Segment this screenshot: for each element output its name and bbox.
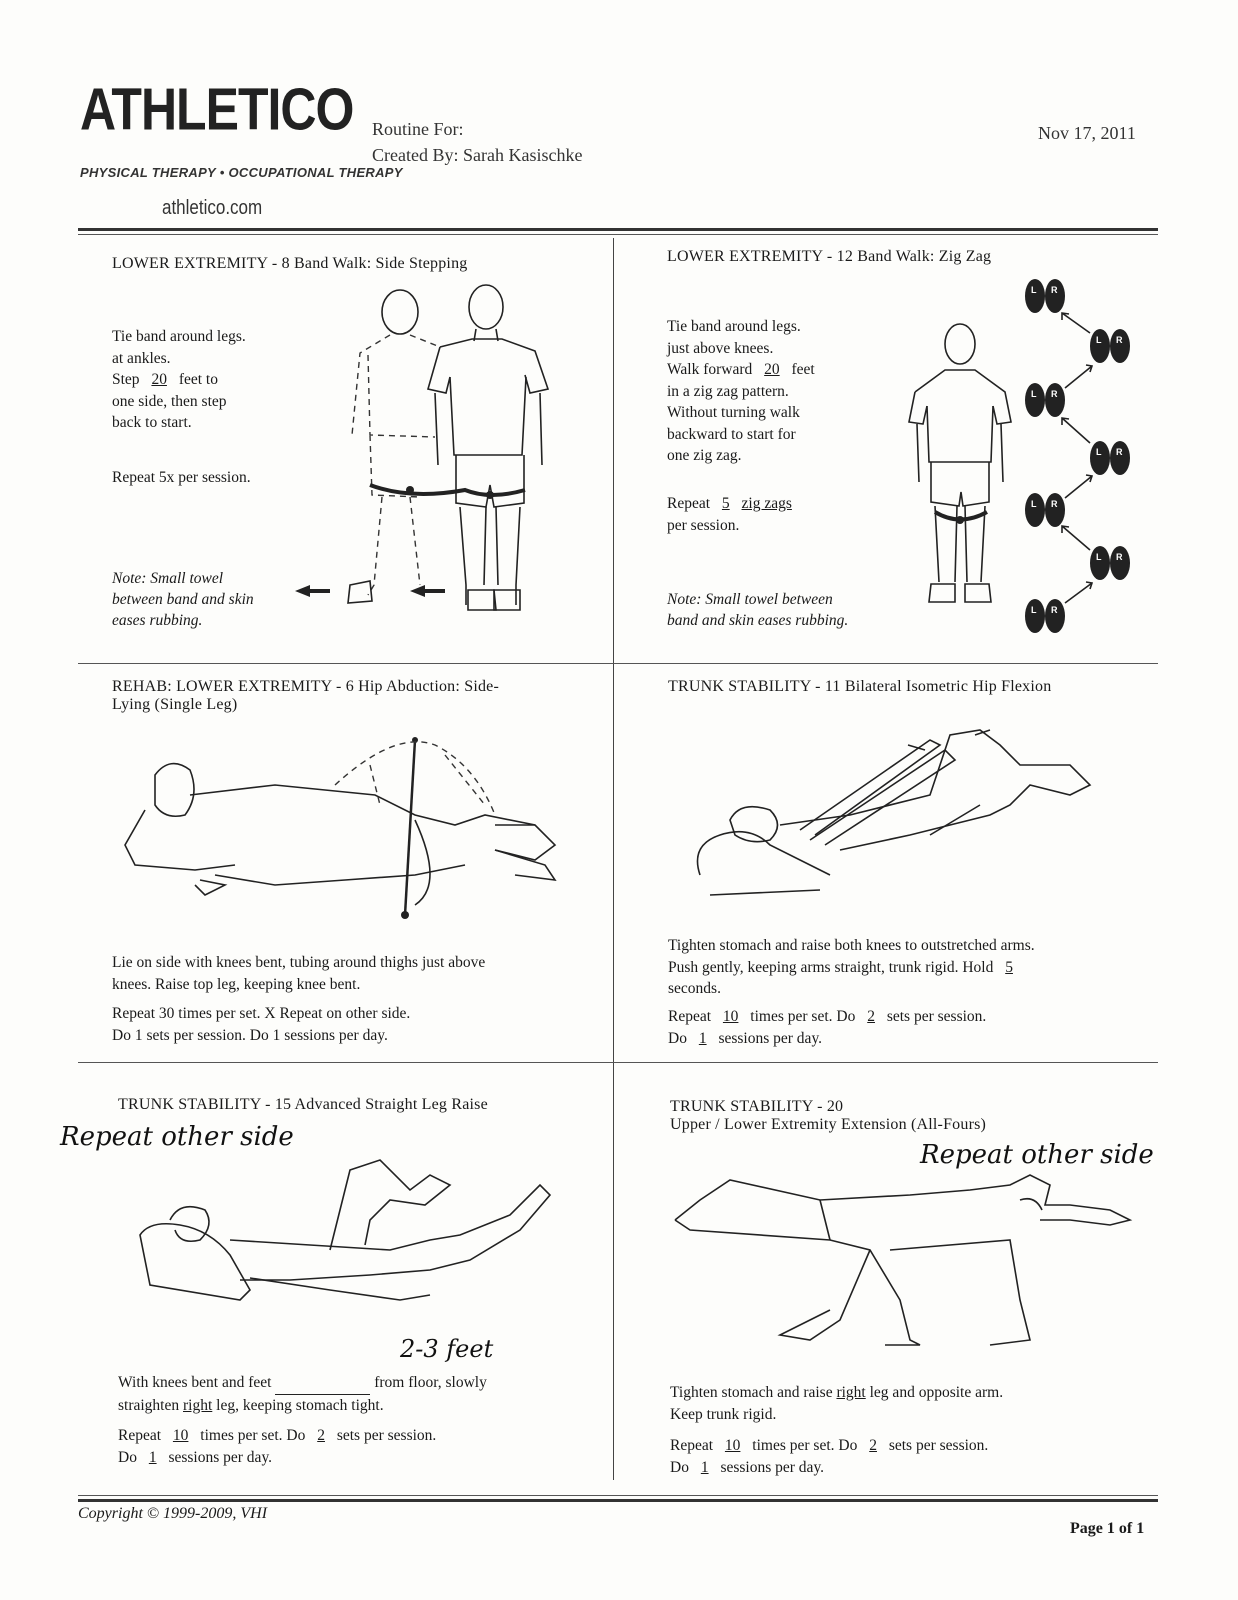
exercise-2-title: LOWER EXTREMITY - 12 Band Walk: Zig Zag: [667, 248, 992, 265]
logo-subtitle: PHYSICAL THERAPY • OCCUPATIONAL THERAPY: [80, 165, 403, 180]
handwritten-feet-distance: 2-3 feet: [400, 1335, 494, 1363]
exercise-1-repeat: Repeat 5x per session.: [112, 469, 251, 486]
exercise-4-description: Tighten stomach and raise both knees to …: [668, 937, 1035, 997]
exercise-4-title: TRUNK STABILITY - 11 Bilateral Isometric…: [668, 678, 1052, 695]
svg-text:R: R: [1051, 285, 1058, 295]
handwritten-repeat-other-side-left: Repeat other side: [60, 1122, 294, 1152]
exercise-6-title: TRUNK STABILITY - 20 Upper / Lower Extre…: [670, 1098, 987, 1133]
exercise-5-description: With knees bent and feet from floor, slo…: [118, 1374, 487, 1414]
walk-distance-value: 20: [764, 361, 780, 378]
zig-zag-figure-illustration: [908, 323, 1012, 603]
straight-leg-raise-illustration: [139, 1159, 552, 1301]
exercise-3-repeat: Repeat 30 times per set. X Repeat on oth…: [112, 1005, 411, 1044]
svg-text:R: R: [1116, 447, 1123, 457]
athletico-logo: ATHLETICO: [80, 76, 354, 143]
exercise-6-repeat: Repeat 10 times per set. Do 2 sets per s…: [670, 1437, 989, 1476]
row-divider-2: [78, 1062, 1158, 1063]
svg-text:R: R: [1116, 335, 1123, 345]
exercise-1-title: LOWER EXTREMITY - 8 Band Walk: Side Step…: [112, 255, 468, 272]
svg-text:R: R: [1051, 605, 1058, 615]
svg-text:L: L: [1031, 605, 1037, 615]
svg-text:R: R: [1051, 499, 1058, 509]
svg-text:L: L: [1096, 335, 1102, 345]
svg-text:R: R: [1116, 552, 1123, 562]
exercise-2-repeat: Repeat 5 zig zags per session.: [667, 495, 792, 534]
footer-rule-thin: [78, 1495, 1158, 1496]
exercise-2-note: Note: Small towel between band and skin …: [667, 591, 849, 629]
page-number: Page 1 of 1: [1070, 1520, 1145, 1537]
created-by-label: Created By: Sarah Kasischke: [372, 145, 583, 165]
exercise-5-repeat: Repeat 10 times per set. Do 2 sets per s…: [118, 1427, 437, 1466]
svg-text:L: L: [1031, 285, 1037, 295]
all-fours-extension-illustration: [674, 1174, 1133, 1346]
logo-url: athletico.com: [162, 197, 263, 219]
header-rule-thin: [78, 234, 1158, 235]
svg-text:R: R: [1051, 389, 1058, 399]
side-stepping-illustration: [295, 284, 550, 611]
row-divider-1: [78, 663, 1158, 664]
header-rule: [78, 228, 1158, 231]
exercise-2-instructions: Tie band around legs. just above knees. …: [667, 318, 815, 464]
hip-flexion-illustration: [696, 729, 1092, 896]
exercise-6-description: Tighten stomach and raise right leg and …: [670, 1384, 1004, 1423]
exercise-4-repeat: Repeat 10 times per set. Do 2 sets per s…: [668, 1008, 987, 1047]
copyright: Copyright © 1999-2009, VHI: [78, 1505, 268, 1522]
hip-abduction-illustration: [124, 737, 557, 919]
column-divider: [613, 238, 614, 1480]
routine-date: Nov 17, 2011: [1038, 123, 1136, 143]
svg-text:L: L: [1096, 447, 1102, 457]
handwritten-repeat-other-side-right: Repeat other side: [920, 1140, 1154, 1170]
exercise-1-instructions: Tie band around legs. at ankles. Step 20…: [112, 328, 246, 431]
svg-text:L: L: [1031, 499, 1037, 509]
exercise-3-description: Lie on side with knees bent, tubing arou…: [112, 954, 486, 993]
routine-for-label: Routine For:: [372, 119, 464, 139]
svg-text:L: L: [1096, 552, 1102, 562]
footer-rule: [78, 1499, 1158, 1502]
svg-text:L: L: [1031, 389, 1037, 399]
exercise-3-title: REHAB: LOWER EXTREMITY - 6 Hip Abduction…: [112, 678, 499, 713]
step-distance-value: 20: [151, 371, 167, 388]
exercise-1-note: Note: Small towel between band and skin …: [112, 570, 254, 629]
exercise-5-title: TRUNK STABILITY - 15 Advanced Straight L…: [118, 1096, 488, 1113]
